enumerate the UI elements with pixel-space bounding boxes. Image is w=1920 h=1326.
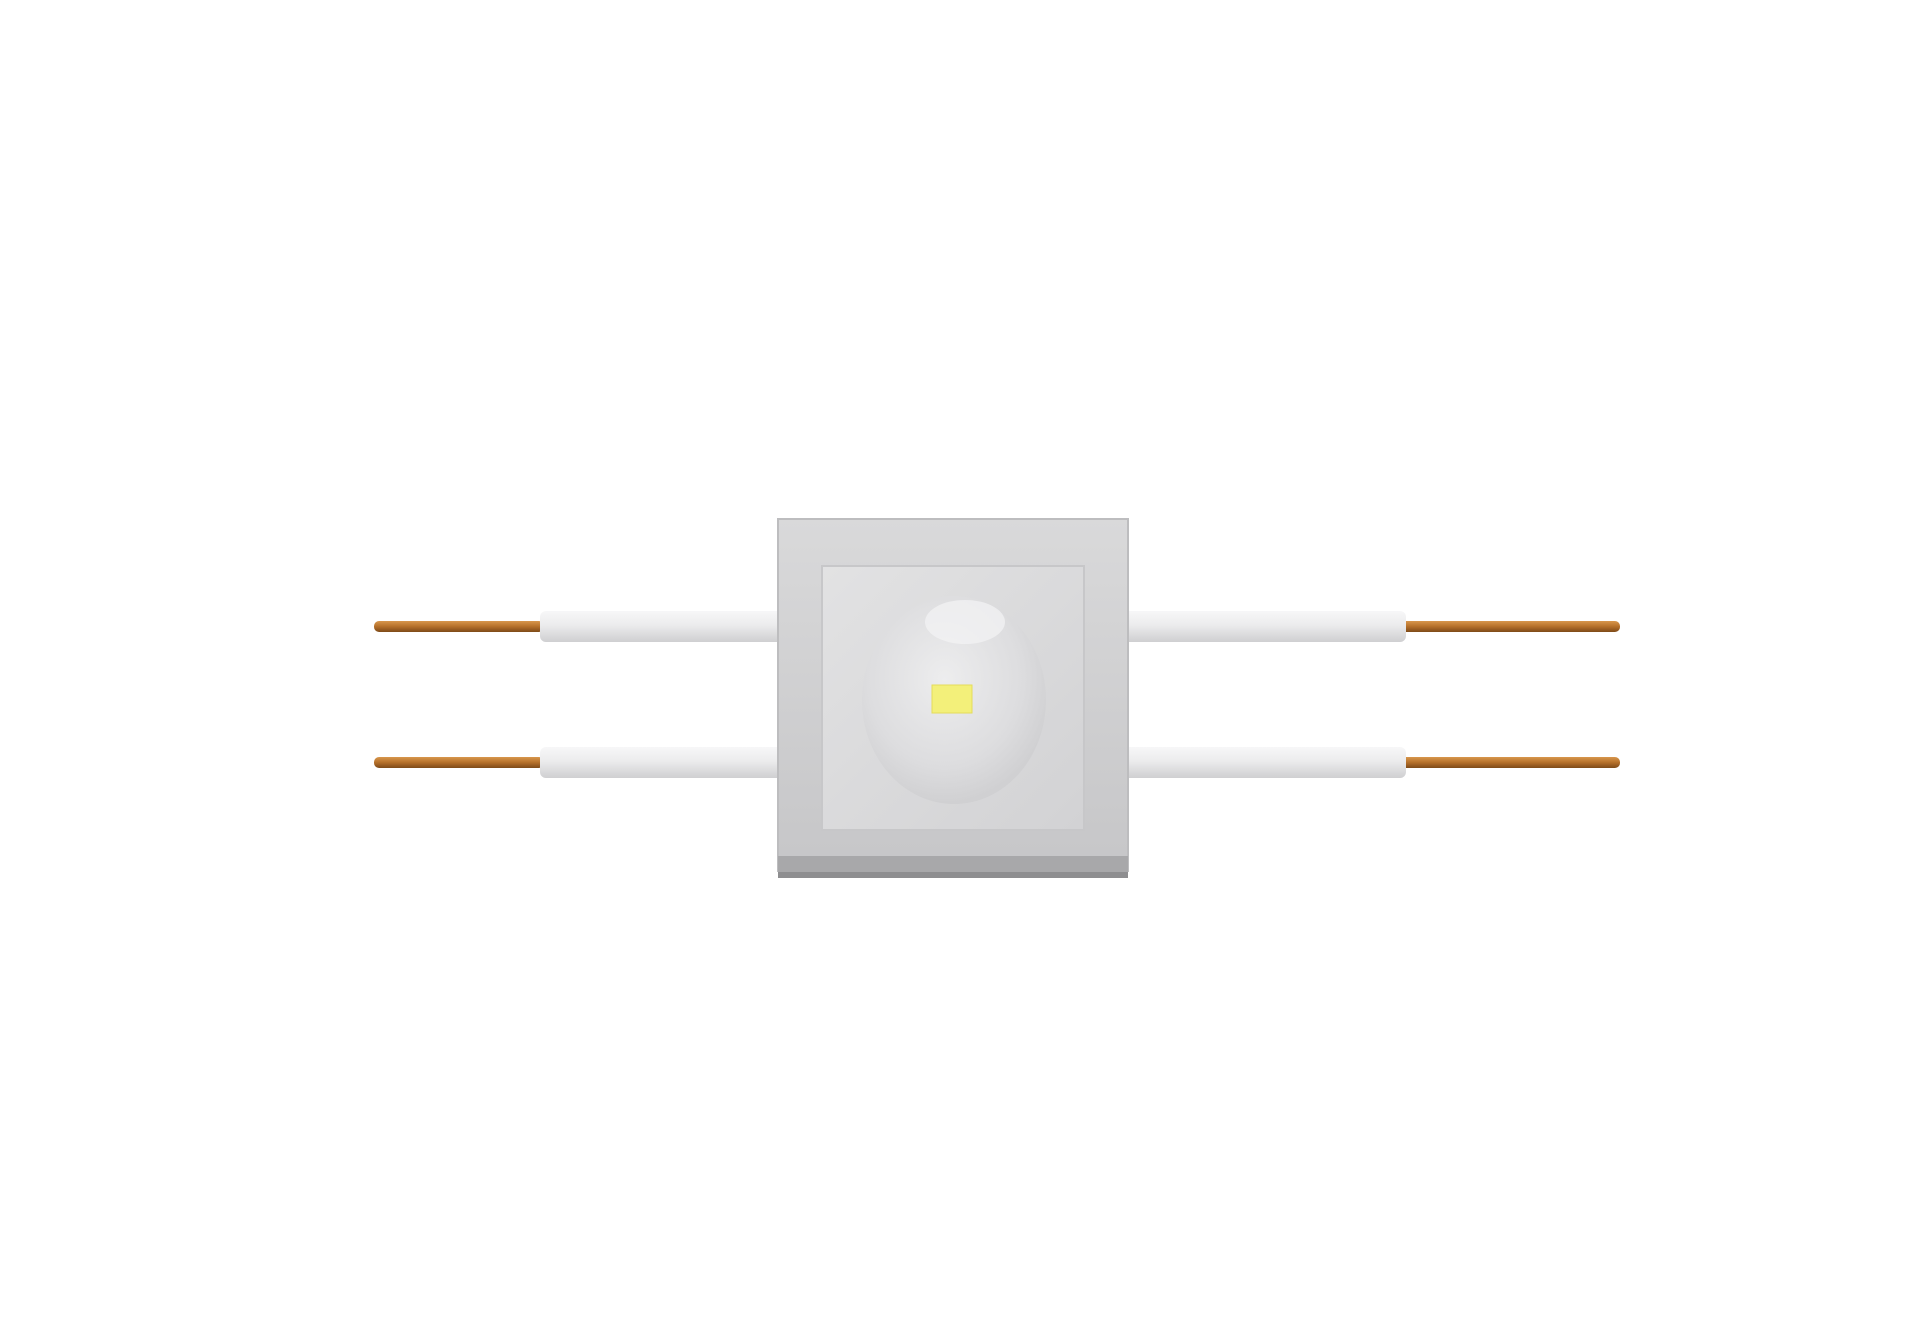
wire-insulation-bottom-right xyxy=(1110,747,1406,778)
copper-lead-top-left xyxy=(374,621,544,632)
housing-bottom-shadow xyxy=(778,856,1128,876)
lens-highlight xyxy=(925,600,1005,644)
copper-lead-bottom-right xyxy=(1400,757,1620,768)
wire-insulation-top-left xyxy=(540,611,790,642)
led-chip xyxy=(931,684,973,714)
wire-insulation-bottom-left xyxy=(540,747,790,778)
housing-bottom-edge xyxy=(778,872,1128,878)
copper-lead-bottom-left xyxy=(374,757,544,768)
wire-insulation-top-right xyxy=(1110,611,1406,642)
copper-lead-top-right xyxy=(1400,621,1620,632)
